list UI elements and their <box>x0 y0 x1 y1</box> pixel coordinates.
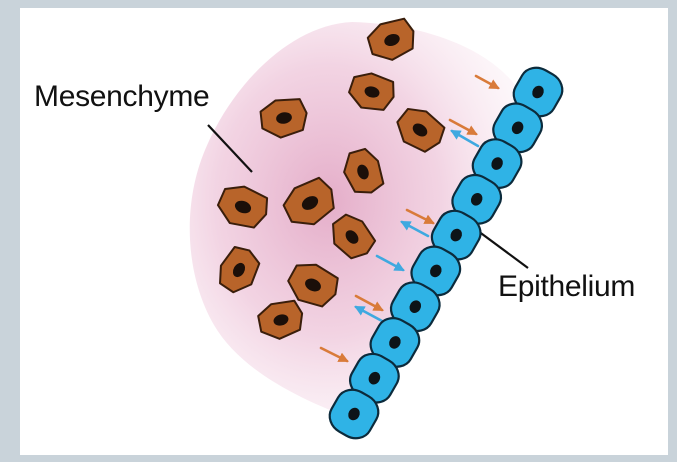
epithelium-label: Epithelium <box>498 270 635 304</box>
mesenchyme-label: Mesenchyme <box>34 80 209 114</box>
epithelium-leader-line <box>474 228 528 268</box>
